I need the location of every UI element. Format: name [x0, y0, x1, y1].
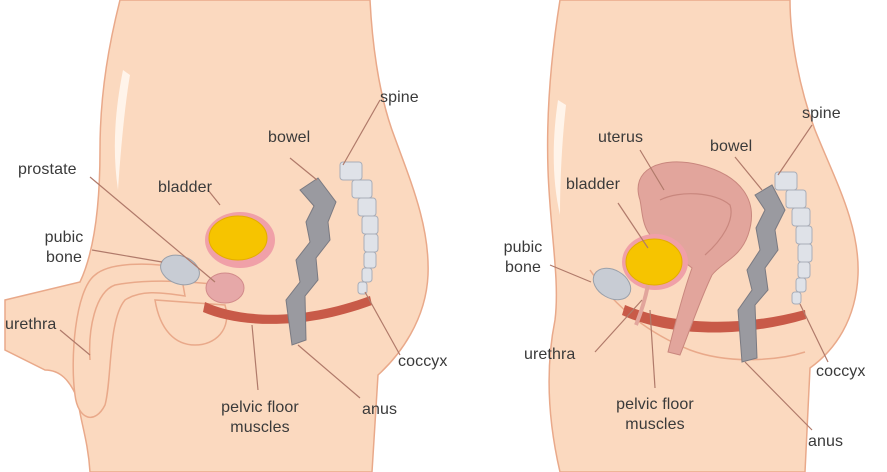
male-label-coccyx: coccyx — [398, 352, 448, 372]
female-label-spine: spine — [802, 104, 841, 124]
male-label-anus: anus — [362, 400, 397, 420]
male-label-prostate: prostate — [18, 160, 77, 180]
female-label-coccyx: coccyx — [816, 362, 866, 382]
female-bladder — [626, 239, 682, 285]
male-label-pelvic-floor: pelvic floor muscles — [205, 398, 315, 438]
male-label-spine: spine — [380, 88, 419, 108]
female-label-pelvic-floor: pelvic floor muscles — [600, 395, 710, 435]
male-label-bladder: bladder — [158, 178, 212, 198]
male-label-urethra: urethra — [5, 315, 56, 335]
male-bladder — [209, 216, 267, 260]
female-label-pubic-bone: pubic bone — [495, 238, 551, 278]
male-label-bowel: bowel — [268, 128, 310, 148]
male-prostate — [206, 273, 244, 303]
female-label-anus: anus — [808, 432, 843, 452]
female-label-uterus: uterus — [598, 128, 643, 148]
female-label-urethra: urethra — [524, 345, 575, 365]
female-label-bladder: bladder — [566, 175, 620, 195]
female-label-bowel: bowel — [710, 137, 752, 157]
male-label-pubic-bone: pubic bone — [36, 228, 92, 268]
